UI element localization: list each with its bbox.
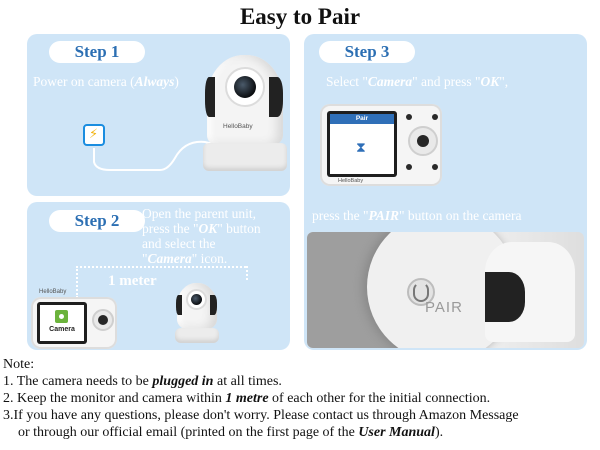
screen-camera-label: Camera xyxy=(49,326,75,333)
hourglass-icon: ⧗ xyxy=(356,140,366,156)
pair-button-photo: PAIR xyxy=(307,232,584,348)
monitor-step2: Camera HelloBaby xyxy=(31,289,117,349)
notes-heading: Note: xyxy=(3,357,35,372)
screen-pair-label: Pair xyxy=(355,115,369,122)
camera-step1: HelloBaby xyxy=(197,55,293,175)
step2-text: Open the parent unit, press the "OK" but… xyxy=(142,206,261,266)
step3-text-pair: press the "PAIR" button on the camera xyxy=(312,208,522,223)
note-2: 2. Keep the monitor and camera within 1 … xyxy=(3,391,491,406)
distance-line-top xyxy=(76,266,246,268)
note-3: 3.If you have any questions, please don'… xyxy=(3,408,519,423)
step1-label: Step 1 xyxy=(49,41,145,63)
note-3-continued: or through our official email (printed o… xyxy=(18,425,444,440)
step3-text-select: Select "Camera" and press "OK", xyxy=(326,74,509,89)
lightning-icon: ⚡ xyxy=(89,127,99,142)
camera-brand: HelloBaby xyxy=(223,123,253,130)
notes-section: Note: 1. The camera needs to be plugged … xyxy=(3,356,598,441)
step3-label: Step 3 xyxy=(319,41,415,63)
distance-line-right xyxy=(246,266,248,280)
pair-button xyxy=(407,278,435,306)
step1-text: Power on camera (Always) xyxy=(33,74,179,89)
camera-step2 xyxy=(172,283,222,345)
note-1: 1. The camera needs to be plugged in at … xyxy=(3,374,282,389)
page-title: Easy to Pair xyxy=(239,4,361,29)
distance-line-left xyxy=(76,266,78,298)
monitor-step3: Pair ⧗ HelloBaby xyxy=(320,104,442,186)
step2-label: Step 2 xyxy=(49,210,145,232)
pair-text: PAIR xyxy=(425,299,463,316)
power-adapter-icon: ⚡ xyxy=(83,124,105,146)
distance-label: 1 meter xyxy=(108,273,157,289)
